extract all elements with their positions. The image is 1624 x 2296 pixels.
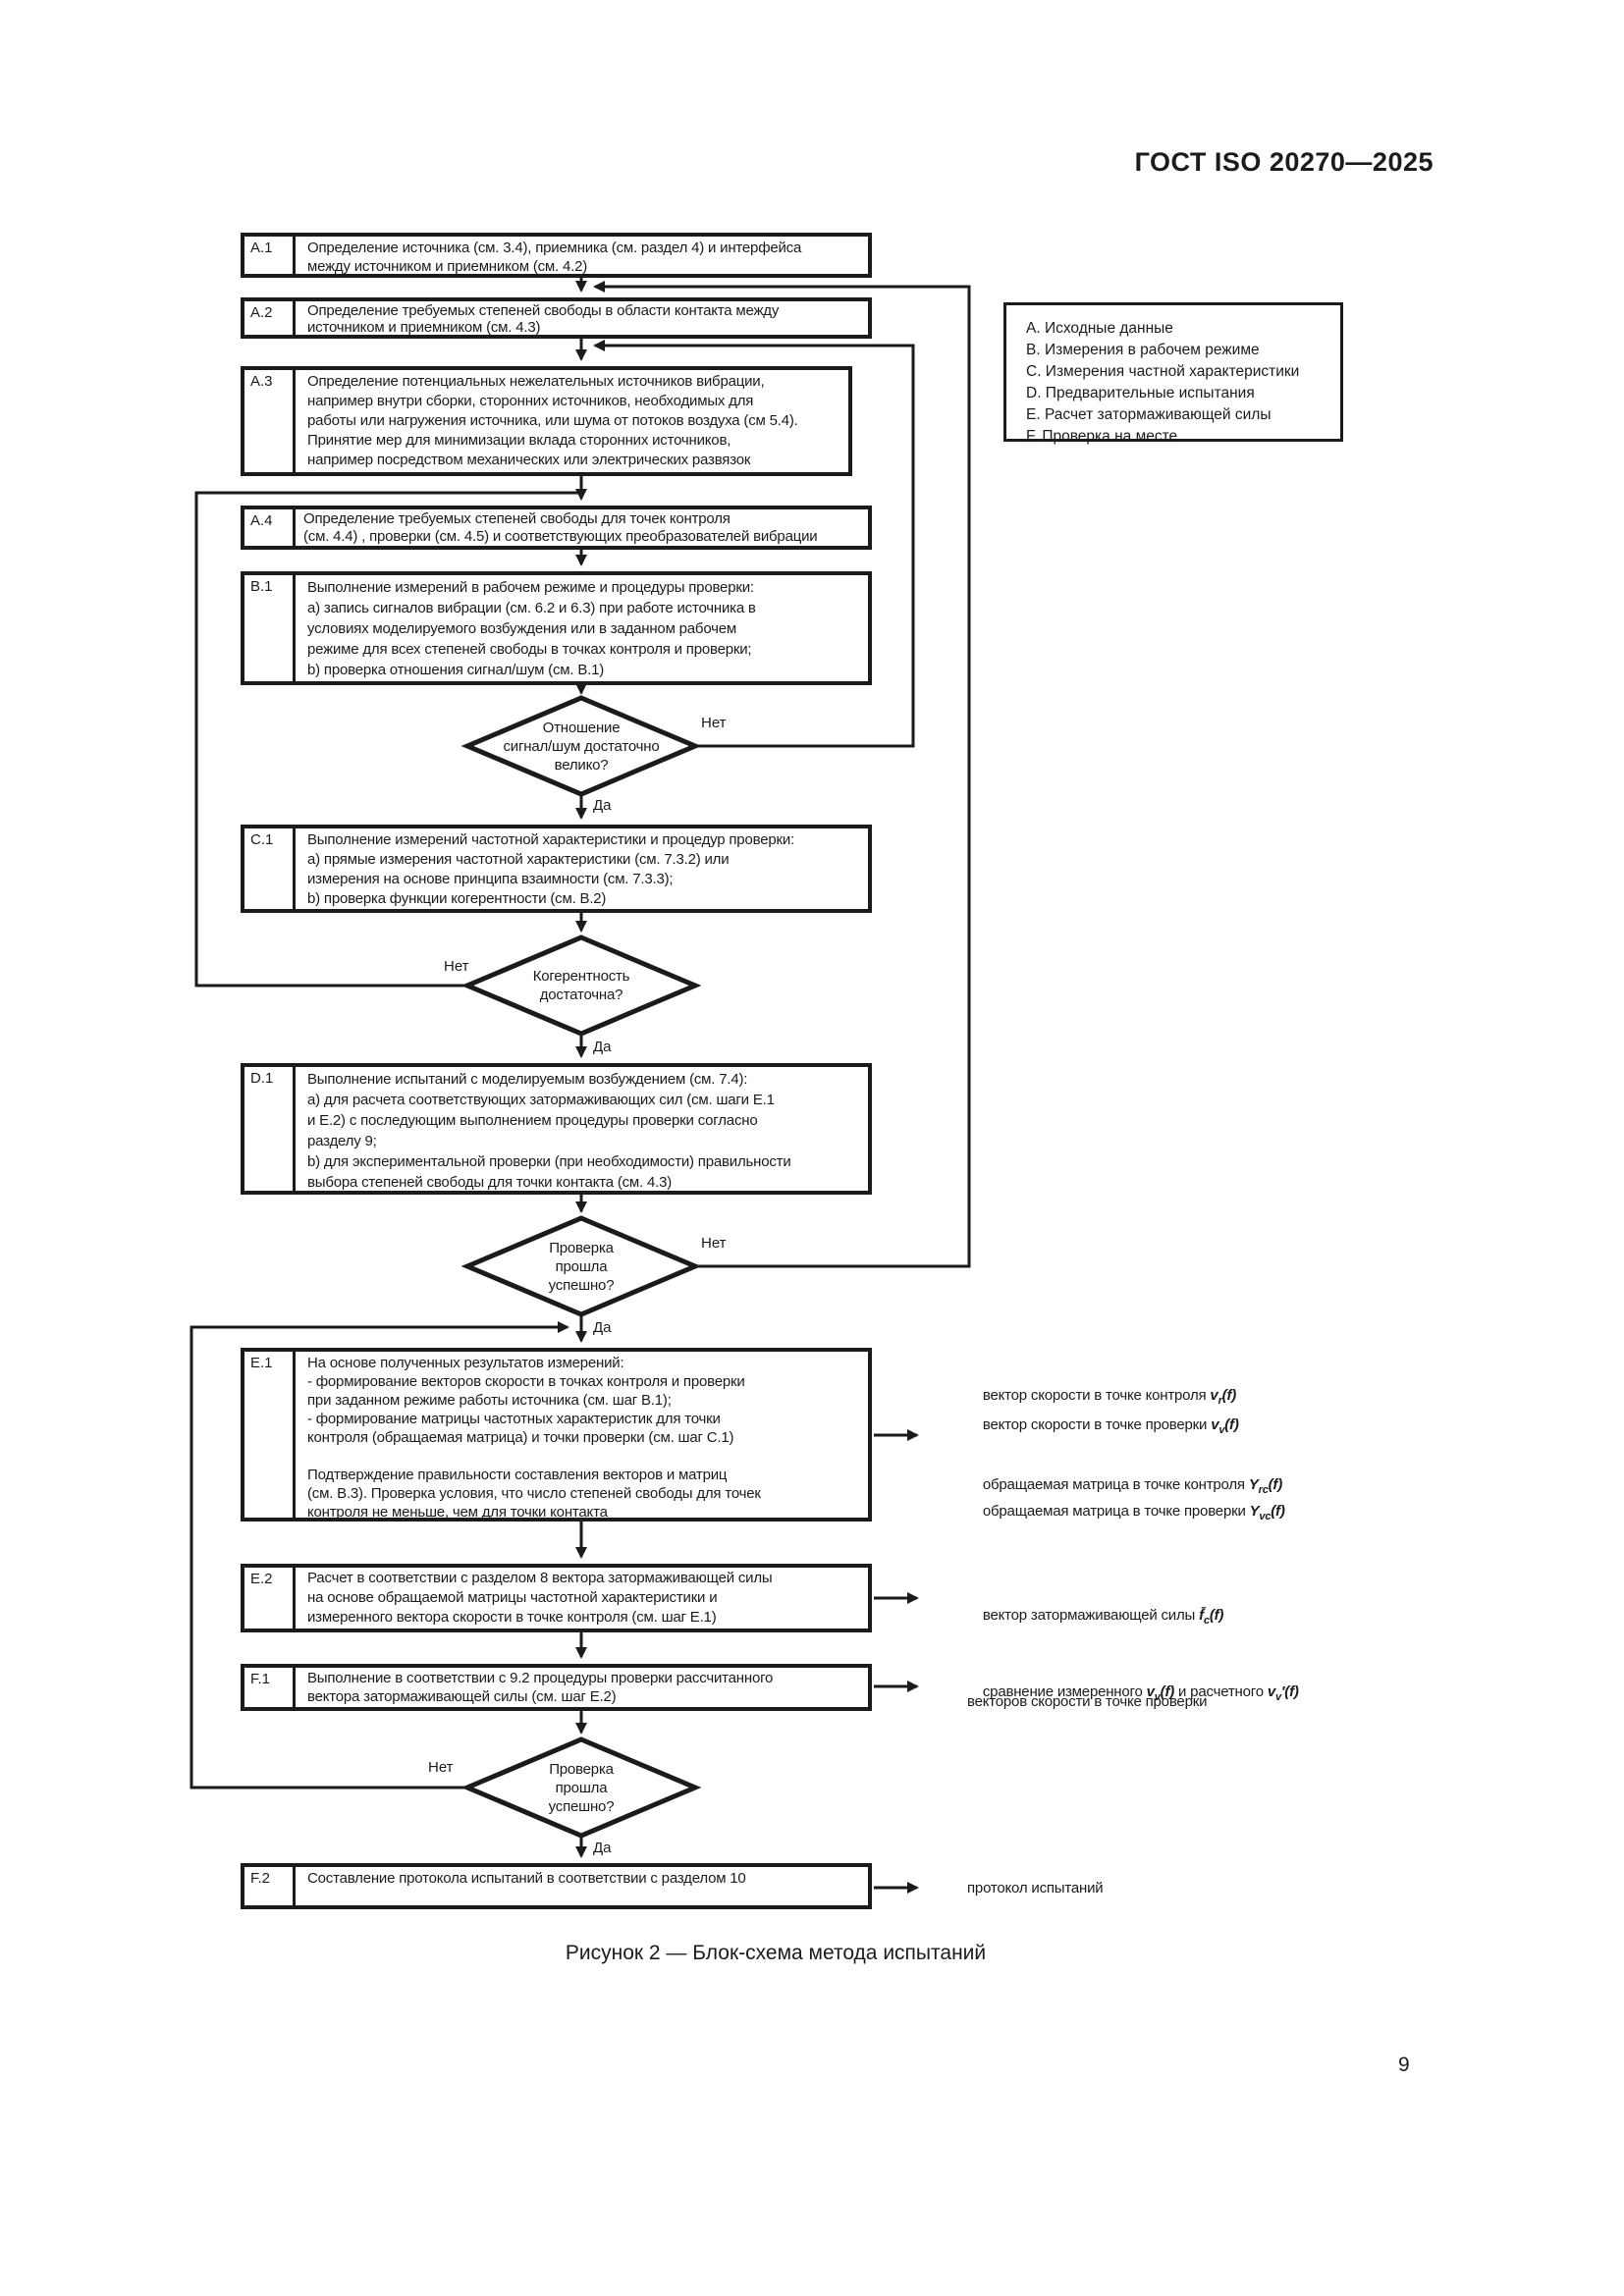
step-box-a1: A.1 Определение источника (см. 3.4), при… bbox=[241, 233, 872, 278]
legend-item: В. Измерения в рабочем режиме bbox=[1026, 342, 1260, 358]
step-box-a2: A.2 Определение требуемых степеней свобо… bbox=[241, 297, 872, 339]
step-box-c1: C.1 Выполнение измерений частотной харак… bbox=[241, 825, 872, 913]
figure-caption: Рисунок 2 — Блок-схема метода испытаний bbox=[565, 1942, 987, 1964]
step-box-a3: A.3 Определение потенциальных нежелатель… bbox=[241, 366, 852, 476]
step-box-f2: F.2 Составление протокола испытаний в со… bbox=[241, 1863, 872, 1909]
branch-no-label: Нет bbox=[428, 1759, 454, 1776]
step-text-f1: Выполнение в соответствии с 9.2 процедур… bbox=[307, 1670, 774, 1705]
step-label-b1: B.1 bbox=[244, 575, 296, 681]
annotation-blocked-force: вектор затормаживающей силы f̄c(f) bbox=[982, 1607, 1224, 1627]
step-label-d1: D.1 bbox=[244, 1067, 296, 1191]
step-box-d1: D.1 Выполнение испытаний с моделируемым … bbox=[241, 1063, 872, 1195]
annotation-comparison-line2: векторов скорости в точке проверки bbox=[967, 1693, 1208, 1710]
decision-diamond-snr bbox=[460, 695, 702, 797]
step-text-e2: Расчет в соответствии с разделом 8 векто… bbox=[307, 1570, 773, 1626]
step-text-b1: Выполнение измерений в рабочем режиме и … bbox=[307, 579, 756, 678]
branch-no-label: Нет bbox=[701, 715, 727, 731]
decision-diamond-coherence bbox=[460, 934, 702, 1037]
branch-yes-label: Да bbox=[593, 797, 612, 814]
page-number: 9 bbox=[1398, 2054, 1410, 2076]
step-box-f1: F.1 Выполнение в соответствии с 9.2 проц… bbox=[241, 1664, 872, 1711]
legend-box: А. Исходные данные В. Измерения в рабоче… bbox=[1003, 302, 1343, 445]
step-text-d1: Выполнение испытаний с моделируемым возб… bbox=[307, 1071, 791, 1191]
step-label-a3: A.3 bbox=[244, 370, 296, 472]
step-label-f1: F.1 bbox=[244, 1668, 296, 1707]
step-box-a4: A.4 Определение требуемых степеней свобо… bbox=[241, 506, 872, 550]
branch-yes-label: Да bbox=[593, 1039, 612, 1055]
legend-item: С. Измерения частной характеристики bbox=[1026, 363, 1300, 380]
step-text-c1: Выполнение измерений частотной характери… bbox=[307, 831, 794, 907]
step-text-a1: Определение источника (см. 3.4), приемни… bbox=[307, 240, 802, 274]
annotation-protocol: протокол испытаний bbox=[967, 1880, 1104, 1896]
branch-yes-label: Да bbox=[593, 1840, 612, 1856]
annotation-matrix-control: обращаемая матрица в точке контроля Yrc(… bbox=[982, 1476, 1283, 1496]
step-box-e1: E.1 На основе полученных результатов изм… bbox=[241, 1348, 872, 1522]
legend-item: Е. Расчет затормаживающей силы bbox=[1026, 406, 1272, 423]
step-text-e1: На основе полученных результатов измерен… bbox=[307, 1355, 761, 1518]
annotation-comparison: сравнение измеренного vv(f) и расчетного… bbox=[982, 1683, 1299, 1703]
step-label-a2: A.2 bbox=[244, 301, 296, 335]
decision-diamond-check1 bbox=[460, 1215, 702, 1317]
step-label-e1: E.1 bbox=[244, 1352, 296, 1518]
decision-check2-text: Проверка прошла успешно? bbox=[548, 1760, 615, 1815]
step-box-b1: B.1 Выполнение измерений в рабочем режим… bbox=[241, 571, 872, 685]
step-label-a1: A.1 bbox=[244, 237, 296, 274]
step-label-f2: F.2 bbox=[244, 1867, 296, 1905]
step-text-a4: Определение требуемых степеней свободы д… bbox=[303, 510, 818, 545]
step-label-e2: E.2 bbox=[244, 1568, 296, 1629]
branch-no-label: Нет bbox=[444, 958, 469, 975]
legend-item: А. Исходные данные bbox=[1026, 320, 1173, 337]
decision-diamond-check2 bbox=[460, 1736, 702, 1839]
step-label-a4: A.4 bbox=[244, 509, 296, 546]
step-box-e2: E.2 Расчет в соответствии с разделом 8 в… bbox=[241, 1564, 872, 1632]
legend-item: D. Предварительные испытания bbox=[1026, 385, 1255, 401]
annotation-velocity-validation: вектор скорости в точке проверки vv(f) bbox=[982, 1416, 1239, 1436]
standard-number: ГОСТ ISO 20270—2025 bbox=[1134, 147, 1434, 177]
step-text-f2: Составление протокола испытаний в соотве… bbox=[307, 1870, 746, 1887]
step-text-a3: Определение потенциальных нежелательных … bbox=[307, 373, 798, 468]
annotation-velocity-control: вектор скорости в точке контроля vr(f) bbox=[982, 1387, 1237, 1407]
step-text-a2: Определение требуемых степеней свободы в… bbox=[307, 302, 780, 335]
decision-check1-text: Проверка прошла успешно? bbox=[548, 1239, 615, 1294]
step-label-c1: C.1 bbox=[244, 828, 296, 909]
branch-no-label: Нет bbox=[701, 1235, 727, 1252]
branch-yes-label: Да bbox=[593, 1319, 612, 1336]
decision-coherence-text: Когерентность достаточна? bbox=[532, 968, 630, 1003]
decision-snr-text: Отношение сигнал/шум достаточно велико? bbox=[503, 719, 660, 774]
annotation-matrix-validation: обращаемая матрица в точке проверки Yvc(… bbox=[982, 1503, 1285, 1522]
legend-item: F. Проверка на месте bbox=[1026, 428, 1178, 445]
